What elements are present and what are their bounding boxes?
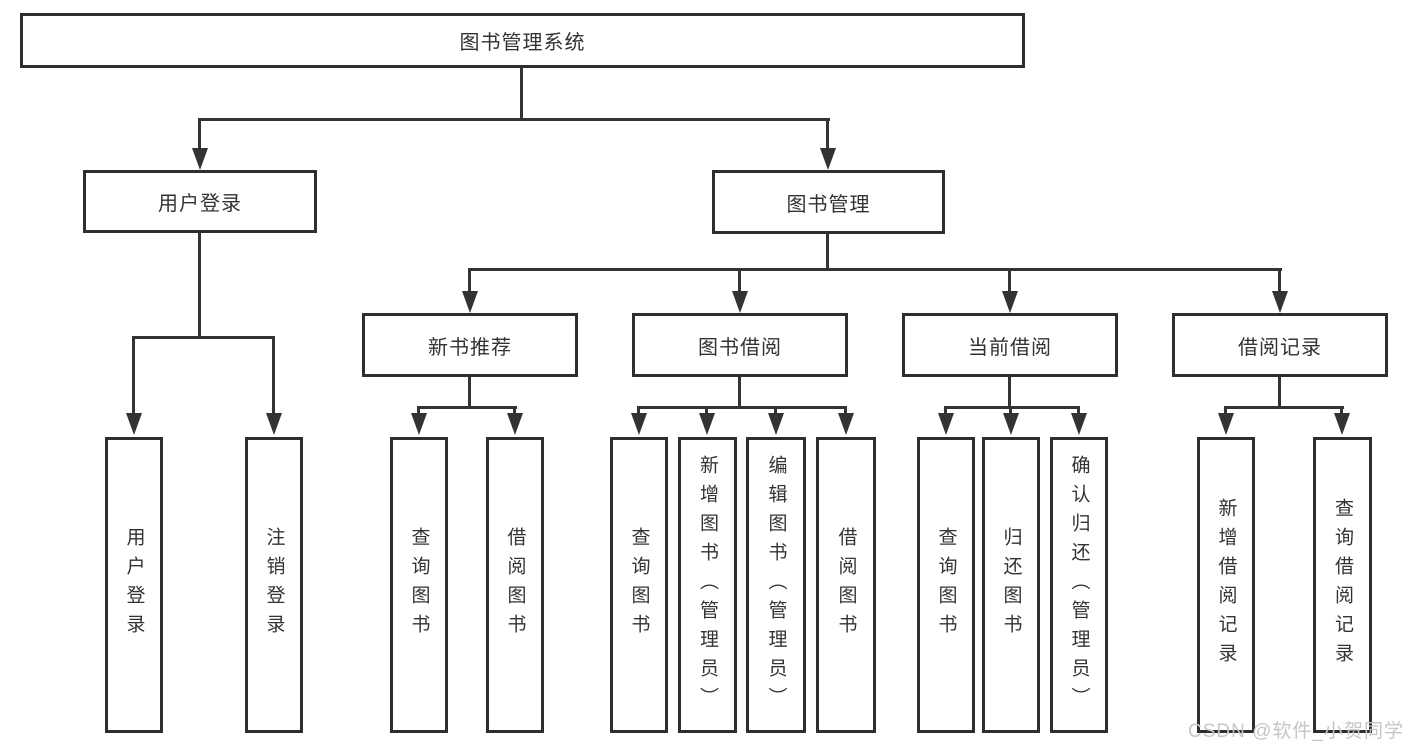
connector-line [198, 233, 201, 339]
connector-line [132, 336, 135, 416]
connector-line [1278, 268, 1281, 293]
connector-line [133, 336, 275, 339]
node-root: 图书管理系统 [20, 13, 1025, 68]
connector-line [826, 234, 829, 271]
connector-line [198, 118, 201, 150]
arrowhead-down-icon [1003, 413, 1019, 435]
connector-line [738, 268, 741, 293]
leaf-current-confirm-return-admin-label: 确认归还（管理员） [1068, 454, 1090, 716]
connector-line [513, 406, 516, 418]
arrowhead-down-icon [1071, 413, 1087, 435]
connector-line [1008, 268, 1011, 293]
node-user-login: 用户登录 [83, 170, 317, 233]
connector-line [468, 268, 471, 293]
csdn-watermark: CSDN @软件_小贺同学 [1188, 721, 1404, 742]
connector-line [520, 68, 523, 120]
connector-line [826, 118, 829, 150]
node-current-borrow-label: 当前借阅 [968, 336, 1052, 359]
connector-line [944, 406, 1080, 409]
node-book-management-label: 图书管理 [786, 193, 871, 216]
connector-line [944, 406, 947, 418]
arrowhead-down-icon [126, 413, 142, 435]
arrowhead-down-icon [631, 413, 647, 435]
leaf-current-query-books-label: 查询图书 [935, 527, 957, 643]
node-new-book-recommend: 新书推荐 [362, 313, 578, 377]
leaf-records-query-record: 查询借阅记录 [1313, 437, 1372, 733]
arrowhead-down-icon [192, 148, 208, 170]
leaf-borrow-edit-books-admin: 编辑图书（管理员） [746, 437, 806, 733]
arrowhead-down-icon [1218, 413, 1234, 435]
connector-line [469, 268, 1282, 271]
connector-line [1224, 406, 1344, 409]
leaf-current-confirm-return-admin: 确认归还（管理员） [1050, 437, 1108, 733]
leaf-current-return-books-label: 归还图书 [1000, 527, 1022, 643]
arrowhead-down-icon [820, 148, 836, 170]
leaf-user-login: 用户登录 [105, 437, 163, 733]
leaf-borrow-add-books-admin-label: 新增图书（管理员） [697, 454, 718, 716]
connector-line [418, 406, 517, 409]
leaf-records-add-record: 新增借阅记录 [1197, 437, 1255, 733]
node-current-borrow: 当前借阅 [902, 313, 1118, 377]
node-borrow-records: 借阅记录 [1172, 313, 1388, 377]
leaf-borrow-add-books-admin: 新增图书（管理员） [678, 437, 737, 733]
arrowhead-down-icon [768, 413, 784, 435]
node-root-label: 图书管理系统 [459, 32, 586, 54]
leaf-logout-label: 注销登录 [263, 527, 285, 643]
connector-line [705, 406, 708, 418]
connector-line [468, 377, 471, 409]
leaf-borrow-query-books: 查询图书 [610, 437, 668, 733]
connector-line [774, 406, 777, 418]
connector-line [1340, 406, 1343, 418]
arrowhead-down-icon [938, 413, 954, 435]
connector-line [738, 377, 741, 409]
connector-line [637, 406, 640, 418]
leaf-records-add-record-label: 新增借阅记录 [1215, 498, 1237, 672]
node-user-login-label: 用户登录 [158, 193, 242, 215]
node-new-book-recommend-label: 新书推荐 [428, 336, 512, 359]
node-book-borrow-label: 图书借阅 [698, 336, 782, 359]
leaf-records-query-record-label: 查询借阅记录 [1332, 498, 1353, 672]
arrowhead-down-icon [1002, 291, 1018, 313]
connector-line [417, 406, 420, 418]
leaf-user-login-label: 用户登录 [123, 527, 145, 643]
leaf-newrec-borrow-books-label: 借阅图书 [504, 527, 526, 643]
connector-line [1224, 406, 1227, 418]
node-borrow-records-label: 借阅记录 [1238, 336, 1322, 359]
arrowhead-down-icon [507, 413, 523, 435]
leaf-borrow-borrow-books: 借阅图书 [816, 437, 876, 733]
arrowhead-down-icon [462, 291, 478, 313]
leaf-newrec-query-books: 查询图书 [390, 437, 448, 733]
connector-line [272, 336, 275, 416]
arrowhead-down-icon [732, 291, 748, 313]
arrowhead-down-icon [411, 413, 427, 435]
node-book-management: 图书管理 [712, 170, 945, 234]
node-book-borrow: 图书借阅 [632, 313, 848, 377]
connector-line [1077, 406, 1080, 418]
connector-line [1008, 377, 1011, 409]
leaf-borrow-query-books-label: 查询图书 [628, 527, 650, 643]
connector-line [1278, 377, 1281, 409]
arrowhead-down-icon [266, 413, 282, 435]
connector-line [1009, 406, 1012, 418]
leaf-newrec-borrow-books: 借阅图书 [486, 437, 544, 733]
arrowhead-down-icon [1334, 413, 1350, 435]
connector-line [844, 406, 847, 418]
arrowhead-down-icon [699, 413, 715, 435]
leaf-current-query-books: 查询图书 [917, 437, 975, 733]
leaf-logout: 注销登录 [245, 437, 303, 733]
leaf-newrec-query-books-label: 查询图书 [408, 527, 430, 643]
connector-line [637, 406, 847, 409]
leaf-current-return-books: 归还图书 [982, 437, 1040, 733]
arrowhead-down-icon [1272, 291, 1288, 313]
leaf-borrow-edit-books-admin-label: 编辑图书（管理员） [765, 454, 787, 716]
connector-line [199, 118, 830, 121]
leaf-borrow-borrow-books-label: 借阅图书 [835, 527, 857, 643]
arrowhead-down-icon [838, 413, 854, 435]
